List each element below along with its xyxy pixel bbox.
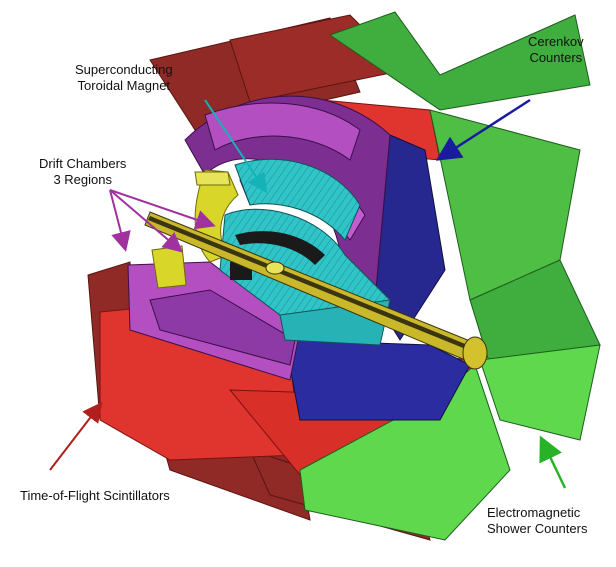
blue-lower — [284, 339, 471, 421]
annotation-arrows — [49, 98, 567, 489]
yellow-box-left — [151, 245, 187, 289]
label-drift-line1: Drift Chambers — [39, 156, 127, 171]
label-shower: Electromagnetic Shower Counters — [487, 505, 587, 537]
yellow-box-top — [194, 171, 231, 186]
arrow-drift-3 — [109, 189, 216, 230]
shower-counters — [299, 11, 601, 541]
cerenkov-counters — [284, 134, 471, 421]
label-tof: Time-of-Flight Scintillators — [20, 488, 170, 503]
label-magnet-line2: Toroidal Magnet — [77, 78, 171, 93]
green-top-right — [328, 11, 591, 111]
purple-left-band — [149, 289, 296, 366]
arrow-cerenkov — [435, 98, 531, 161]
arrow-drift-1 — [109, 189, 131, 252]
label-magnet-line1: Superconducting — [75, 62, 173, 77]
green-bottom-right — [479, 344, 601, 441]
beam-target — [265, 261, 285, 275]
magenta-outer-arc — [204, 102, 361, 161]
black-inner-arc — [235, 231, 325, 265]
label-magnet: Superconducting Toroidal Magnet — [75, 62, 173, 94]
arrow-shower — [539, 435, 567, 489]
arrow-tof — [49, 401, 103, 471]
beamline — [144, 211, 488, 370]
beam-end — [462, 336, 488, 370]
arrow-magnet — [204, 99, 268, 194]
arrow-drift-2 — [109, 189, 184, 253]
label-drift-line2: 3 Regions — [53, 172, 112, 187]
label-cerenkov: Cerenkov Counters — [528, 34, 584, 66]
label-shower-line2: Shower Counters — [487, 521, 588, 536]
label-cerenkov-line1: Cerenkov — [528, 34, 584, 49]
label-cerenkov-line2: Counters — [529, 50, 583, 65]
label-shower-line1: Electromagnetic — [487, 505, 581, 520]
beampipe-dark — [148, 216, 480, 354]
label-drift-chambers: Drift Chambers 3 Regions — [39, 156, 126, 188]
